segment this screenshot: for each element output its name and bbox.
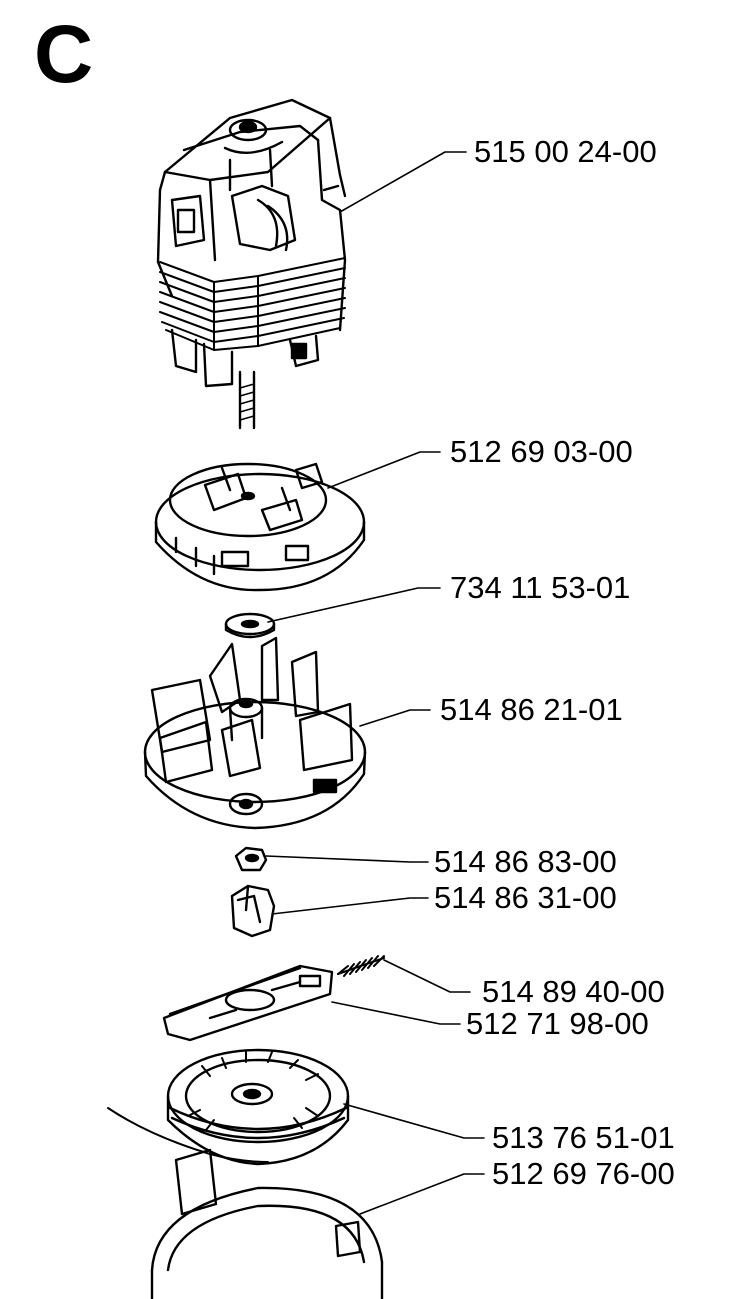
part-number-brush-plate: 512 69 03-00 [450,434,633,469]
spring-illustration [337,955,385,977]
nut-illustration [234,846,268,872]
part-number-lock-plate: 512 71 98-00 [466,1006,649,1041]
motor-illustration [156,98,347,430]
washer-illustration [224,612,276,639]
lock-plate-illustration [162,964,334,1042]
part-number-fan: 514 86 21-01 [440,692,623,727]
leader-lines [265,151,485,1215]
part-number-motor: 515 00 24-00 [474,134,657,169]
spool-cover-illustration [150,1148,384,1299]
drive-hub-illustration [230,884,276,938]
part-number-drive-hub: 514 86 31-00 [434,880,617,915]
part-number-washer: 734 11 53-01 [450,570,631,605]
fan-illustration [143,636,367,830]
section-letter: C [34,9,94,100]
spool-illustration [107,1048,350,1166]
brush-plate-illustration [154,462,366,592]
part-number-spring: 514 89 40-00 [482,974,665,1009]
part-number-spool-cover: 512 69 76-00 [492,1156,675,1191]
part-number-spool: 513 76 51-01 [492,1120,675,1155]
part-number-nut: 514 86 83-00 [434,844,617,879]
